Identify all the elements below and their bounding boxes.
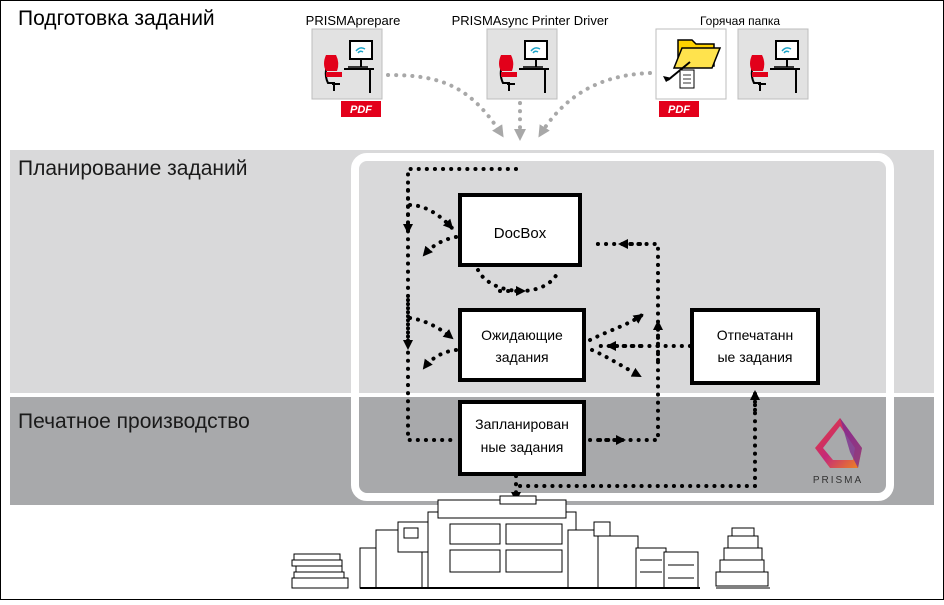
section-title-preparation: Подготовка заданий — [18, 7, 215, 30]
printed-jobs-box: Отпечатанн ые задания — [690, 308, 820, 385]
prisma-logo: PRISMA — [813, 418, 863, 486]
source-label-prepare: PRISMAprepare — [306, 13, 401, 28]
prismasync-frame — [351, 153, 894, 501]
source-label-hotfolder: Горячая папка — [700, 14, 780, 28]
hot-folder-icon — [655, 28, 727, 100]
pdf-badge-hotfolder: PDF — [659, 101, 699, 117]
waiting-label-line1: Ожидающие — [481, 327, 563, 343]
scheduled-label-line1: Запланирован — [475, 416, 569, 432]
section-title-planning: Планирование заданий — [18, 157, 247, 180]
prisma-logo-text: PRISMA — [813, 475, 863, 486]
printed-label-line2: ые задания — [717, 349, 792, 365]
input-arrow-prepare — [386, 73, 504, 138]
workstation-icon-driver — [486, 28, 558, 100]
pdf-badge-prepare: PDF — [341, 101, 381, 117]
printed-label-line1: Отпечатанн — [717, 327, 793, 343]
svg-text:PDF: PDF — [668, 104, 690, 116]
workstation-icon-hotfolder — [737, 28, 809, 100]
source-label-driver: PRISMAsync Printer Driver — [452, 13, 609, 28]
input-arrow-hotfolder — [538, 71, 652, 138]
section-title-production: Печатное производство — [18, 410, 250, 433]
docbox-label: DocBox — [494, 225, 547, 242]
workflow-arrows — [403, 167, 760, 502]
scheduled-label-line2: ные задания — [481, 439, 564, 455]
scheduled-jobs-box: Запланирован ные задания — [458, 400, 586, 476]
workstation-icon-prepare — [311, 28, 383, 100]
waiting-jobs-box: Ожидающие задания — [458, 308, 586, 382]
printer-illustration — [291, 495, 770, 589]
svg-text:PDF: PDF — [350, 104, 372, 116]
waiting-label-line2: задания — [495, 349, 548, 365]
input-arrows — [386, 71, 652, 141]
docbox-box: DocBox — [458, 193, 582, 267]
output-paper-stack-icon — [715, 527, 770, 589]
input-paper-stack-icon — [291, 553, 349, 589]
